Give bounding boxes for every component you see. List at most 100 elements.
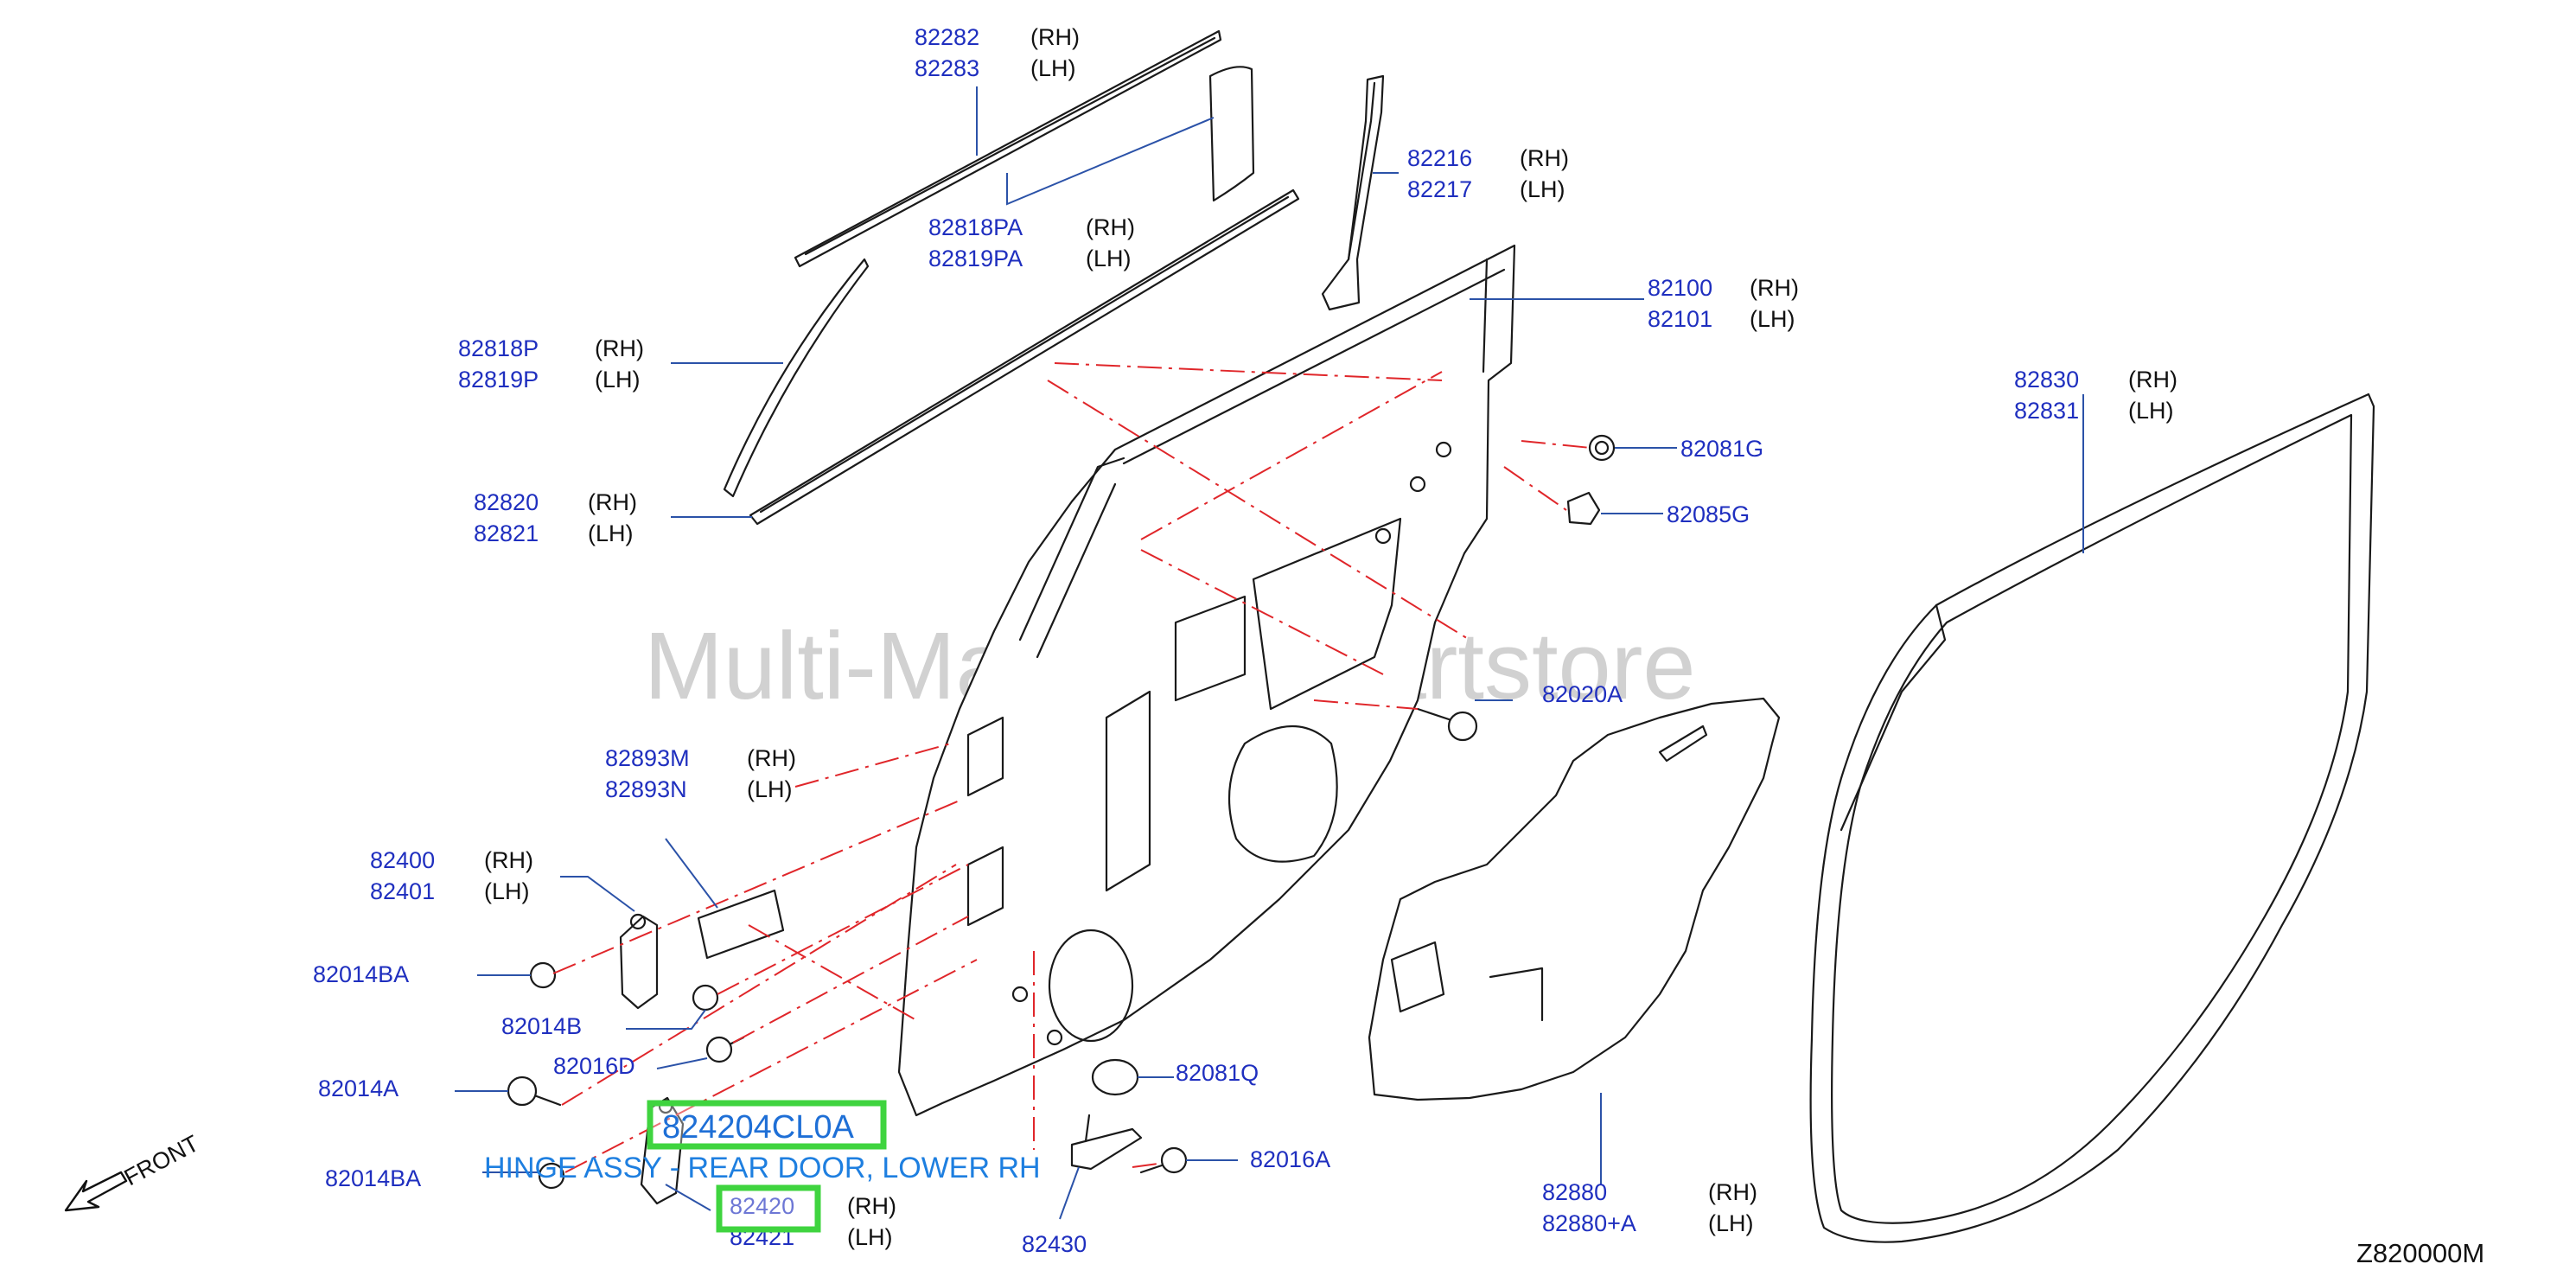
svg-text:(LH): (LH) <box>1520 176 1565 202</box>
part-nut-82014BA-lower[interactable] <box>538 1162 565 1190</box>
leader-lines <box>455 86 2084 1220</box>
callout-82282[interactable]: 82282 (RH) 82283 (LH) <box>915 24 1080 81</box>
part-bolt-82014A[interactable] <box>507 1076 562 1107</box>
callout-82430[interactable]: 82430 <box>1022 1231 1087 1257</box>
svg-text:82283: 82283 <box>915 55 979 81</box>
svg-text:82893M: 82893M <box>605 745 690 771</box>
svg-text:82430: 82430 <box>1022 1231 1087 1257</box>
svg-text:(RH): (RH) <box>1520 145 1569 171</box>
part-bumper-82081G[interactable] <box>1588 434 1616 462</box>
svg-text:(LH): (LH) <box>595 367 641 393</box>
callout-82014BA-lower[interactable]: 82014BA <box>325 1165 421 1191</box>
diagram-code: Z820000M <box>2356 1238 2484 1268</box>
callout-82014BA-upper[interactable]: 82014BA <box>313 961 409 987</box>
svg-text:(RH): (RH) <box>1030 24 1080 50</box>
part-bolt-82016A[interactable] <box>1139 1146 1188 1174</box>
svg-text:82282: 82282 <box>915 24 979 50</box>
part-door-weatherstrip[interactable] <box>1809 393 2375 1243</box>
svg-text:82081G: 82081G <box>1680 436 1763 462</box>
front-direction-arrow: FRONT <box>64 1130 203 1212</box>
part-bolt-82016D[interactable] <box>705 1036 745 1063</box>
part-nut-82014BA-upper[interactable] <box>529 961 557 989</box>
svg-text:82400: 82400 <box>370 847 435 873</box>
svg-text:(LH): (LH) <box>1708 1210 1754 1236</box>
svg-text:82014BA: 82014BA <box>325 1165 421 1191</box>
svg-text:(RH): (RH) <box>1086 214 1135 240</box>
svg-text:(RH): (RH) <box>747 745 796 771</box>
svg-text:82014B: 82014B <box>501 1013 582 1039</box>
part-cap-82081Q[interactable] <box>1091 1058 1139 1096</box>
front-arrow-icon <box>64 1171 128 1212</box>
part-sealing-screen[interactable] <box>1368 697 1781 1101</box>
part-sash-cover-upper[interactable] <box>1208 66 1255 202</box>
svg-text:(LH): (LH) <box>484 878 530 904</box>
part-glass-run-channel[interactable] <box>1321 74 1385 311</box>
svg-text:82819P: 82819P <box>458 367 539 393</box>
callout-82880[interactable]: 82880 (RH) 82880+A (LH) <box>1542 1179 1757 1236</box>
callout-82020A[interactable]: 82020A <box>1542 681 1623 707</box>
front-label: FRONT <box>120 1130 203 1190</box>
svg-text:(RH): (RH) <box>484 847 533 873</box>
part-door-check-link[interactable] <box>1070 1114 1143 1171</box>
callout-82085G[interactable]: 82085G <box>1667 501 1750 527</box>
callout-82818PA[interactable]: 82818PA (RH) 82819PA (LH) <box>928 214 1135 271</box>
svg-text:82014A: 82014A <box>318 1076 399 1101</box>
svg-text:82217: 82217 <box>1407 176 1472 202</box>
part-moulding-top[interactable] <box>794 29 1222 268</box>
svg-text:82100: 82100 <box>1648 275 1712 301</box>
svg-text:(LH): (LH) <box>2128 398 2174 424</box>
callout-82014A[interactable]: 82014A <box>318 1076 399 1101</box>
svg-text:82821: 82821 <box>474 520 539 546</box>
svg-text:82420: 82420 <box>730 1193 794 1219</box>
part-weatherstrip-outer[interactable] <box>749 188 1300 526</box>
svg-text:82830: 82830 <box>2014 367 2079 393</box>
highlight-box-82420 <box>716 1184 821 1233</box>
svg-text:82081Q: 82081Q <box>1176 1060 1259 1086</box>
svg-text:82020A: 82020A <box>1542 681 1623 707</box>
svg-text:82880+A: 82880+A <box>1542 1210 1636 1236</box>
svg-text:(LH): (LH) <box>1750 306 1795 332</box>
svg-text:82014BA: 82014BA <box>313 961 409 987</box>
callout-82014B[interactable]: 82014B <box>501 1013 582 1039</box>
callout-82400[interactable]: 82400 (RH) 82401 (LH) <box>370 847 533 904</box>
reference-lines <box>552 362 1591 1173</box>
svg-text:82016A: 82016A <box>1250 1146 1330 1172</box>
svg-text:82216: 82216 <box>1407 145 1472 171</box>
callout-82081G[interactable]: 82081G <box>1680 436 1763 462</box>
highlight-box-part-code <box>647 1100 887 1150</box>
part-sash-cover-lower[interactable] <box>723 258 870 498</box>
svg-text:82818P: 82818P <box>458 335 539 361</box>
part-bolt-82020A[interactable] <box>1416 707 1478 742</box>
svg-text:82401: 82401 <box>370 878 435 904</box>
svg-text:(RH): (RH) <box>2128 367 2177 393</box>
part-door-shell[interactable] <box>897 244 1516 1117</box>
svg-text:(RH): (RH) <box>595 335 644 361</box>
svg-text:(RH): (RH) <box>588 489 637 515</box>
callout-82100[interactable]: 82100 (RH) 82101 (LH) <box>1648 275 1799 332</box>
svg-text:82818PA: 82818PA <box>928 214 1023 240</box>
svg-text:82819PA: 82819PA <box>928 246 1023 271</box>
svg-text:82085G: 82085G <box>1667 501 1750 527</box>
part-nut-82014B[interactable] <box>692 984 719 1012</box>
svg-text:82820: 82820 <box>474 489 539 515</box>
callout-82216[interactable]: 82216 (RH) 82217 (LH) <box>1407 145 1569 202</box>
callout-82016A[interactable]: 82016A <box>1250 1146 1330 1172</box>
svg-text:(LH): (LH) <box>1030 55 1076 81</box>
callout-82820[interactable]: 82820 (RH) 82821 (LH) <box>474 489 637 546</box>
svg-text:(LH): (LH) <box>588 520 634 546</box>
highlight-description: HINGE ASSY - REAR DOOR, LOWER RH <box>484 1152 1041 1184</box>
part-bumper-82085G[interactable] <box>1566 491 1601 526</box>
svg-text:(LH): (LH) <box>747 776 793 802</box>
svg-text:82101: 82101 <box>1648 306 1712 332</box>
part-hinge-upper[interactable] <box>619 913 659 1010</box>
part-seal-label[interactable] <box>697 889 785 960</box>
highlight-part-code[interactable]: 824204CL0A <box>662 1109 855 1146</box>
callout-82016D[interactable]: 82016D <box>553 1053 635 1079</box>
callout-82081Q[interactable]: 82081Q <box>1176 1060 1259 1086</box>
callout-82818P[interactable]: 82818P (RH) 82819P (LH) <box>458 335 644 393</box>
callout-82893M[interactable]: 82893M (RH) 82893N (LH) <box>605 745 796 802</box>
callout-82830[interactable]: 82830 (RH) 82831 (LH) <box>2014 367 2177 424</box>
svg-text:(RH): (RH) <box>1708 1179 1757 1205</box>
